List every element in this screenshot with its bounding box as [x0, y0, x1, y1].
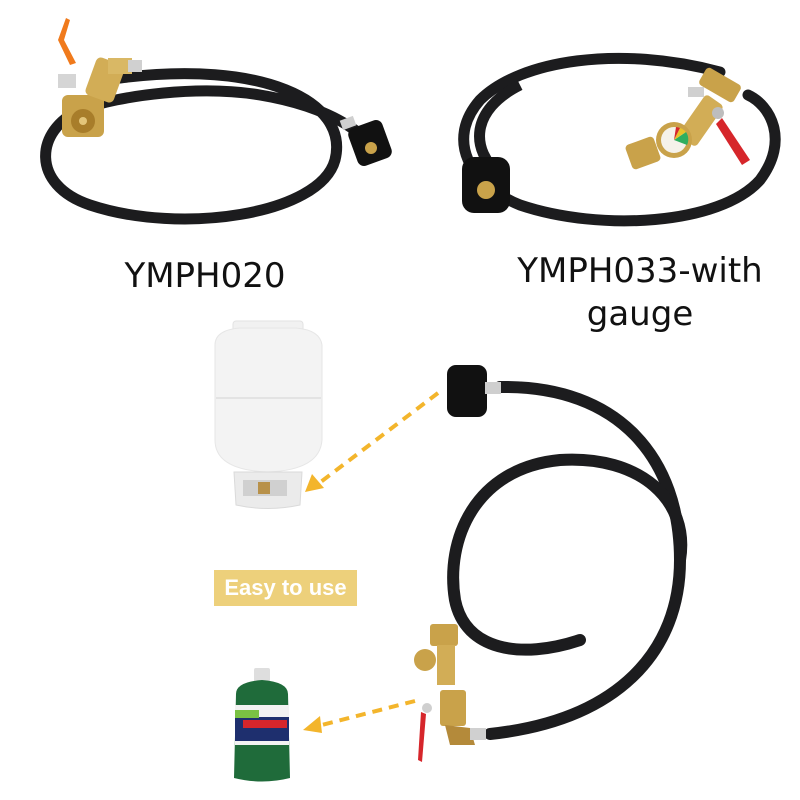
arrowhead-icon: [303, 716, 322, 733]
product-label-ymph033: YMPH033-with gauge: [517, 251, 763, 334]
product-label-ymph020: YMPH020: [124, 256, 286, 296]
qcc-coupler-icon: [447, 365, 501, 417]
qcc-coupler-icon: [462, 157, 510, 213]
gauge-assembly-icon: [625, 67, 750, 170]
orange-valve-handle-icon: [58, 18, 76, 65]
arrowhead-icon: [305, 474, 324, 492]
qcc-coupler-icon: [339, 115, 392, 166]
hose: [40, 68, 371, 225]
red-valve-handle-icon: [418, 712, 426, 762]
hose: [447, 453, 688, 656]
brass-valve-icon: [58, 18, 142, 137]
easy-to-use-badge: Easy to use: [214, 570, 357, 606]
badge-label: Easy to use: [224, 575, 347, 600]
hose: [458, 52, 781, 227]
brass-valve-icon: [414, 624, 486, 762]
red-valve-handle-icon: [716, 118, 750, 165]
